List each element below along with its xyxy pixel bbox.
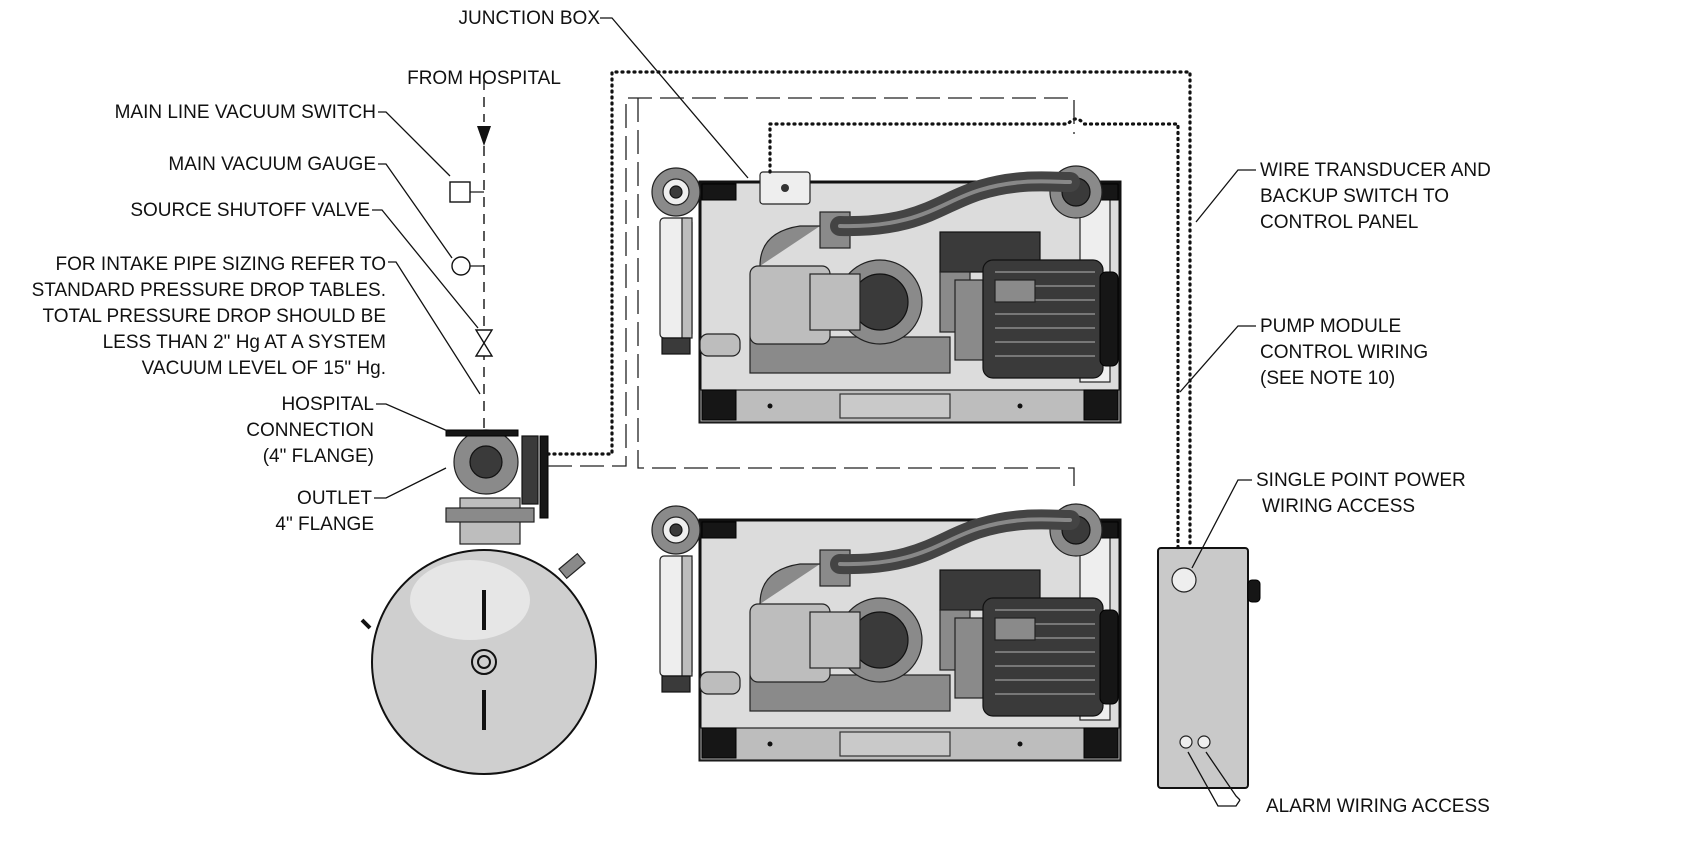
outlet-line-2: 4" FLANGE (275, 514, 374, 535)
from-hospital-label: FROM HOSPITAL (407, 68, 561, 89)
hospital-connection-line-3: (4" FLANGE) (263, 446, 374, 467)
source-shutoff-valve-label: SOURCE SHUTOFF VALVE (130, 200, 370, 221)
flow-arrow-icon (477, 126, 491, 146)
wire-transducer-line-3: CONTROL PANEL (1260, 212, 1418, 233)
single-point-power-line-1: SINGLE POINT POWER (1256, 470, 1466, 491)
single-point-power-line-2: WIRING ACCESS (1262, 496, 1415, 517)
pump-module-bottom (652, 504, 1120, 760)
main-vacuum-gauge-label: MAIN VACUUM GAUGE (168, 154, 376, 175)
main-line-vacuum-switch-label: MAIN LINE VACUUM SWITCH (115, 102, 376, 123)
hospital-connection-line-2: CONNECTION (246, 420, 374, 441)
vacuum-gauge-icon (451, 256, 471, 276)
vacuum-switch-icon (449, 181, 471, 203)
pump-module-wiring-line-2: CONTROL WIRING (1260, 342, 1428, 363)
receiver-tank (360, 429, 597, 775)
intake-note-line-1: FOR INTAKE PIPE SIZING REFER TO (56, 254, 386, 275)
intake-note-line-3: TOTAL PRESSURE DROP SHOULD BE (43, 306, 387, 327)
intake-note-line-4: LESS THAN 2" Hg AT A SYSTEM (103, 332, 386, 353)
intake-note-line-2: STANDARD PRESSURE DROP TABLES. (32, 280, 386, 301)
junction-box-label: JUNCTION BOX (459, 8, 601, 29)
wire-transducer-line-1: WIRE TRANSDUCER AND (1260, 160, 1491, 181)
hospital-connection-line-1: HOSPITAL (281, 394, 374, 415)
pump-module-top (652, 166, 1120, 422)
alarm-wiring-label: ALARM WIRING ACCESS (1266, 796, 1490, 817)
wire-transducer-line-2: BACKUP SWITCH TO (1260, 186, 1449, 207)
intake-note-line-5: VACUUM LEVEL OF 15" Hg. (142, 358, 386, 379)
pump-module-wiring-line-3: (SEE NOTE 10) (1260, 368, 1395, 389)
outlet-line-1: OUTLET (297, 488, 372, 509)
control-panel (1157, 547, 1261, 789)
shutoff-valve-icon (474, 329, 494, 357)
pump-module-wiring-line-1: PUMP MODULE (1260, 316, 1401, 337)
